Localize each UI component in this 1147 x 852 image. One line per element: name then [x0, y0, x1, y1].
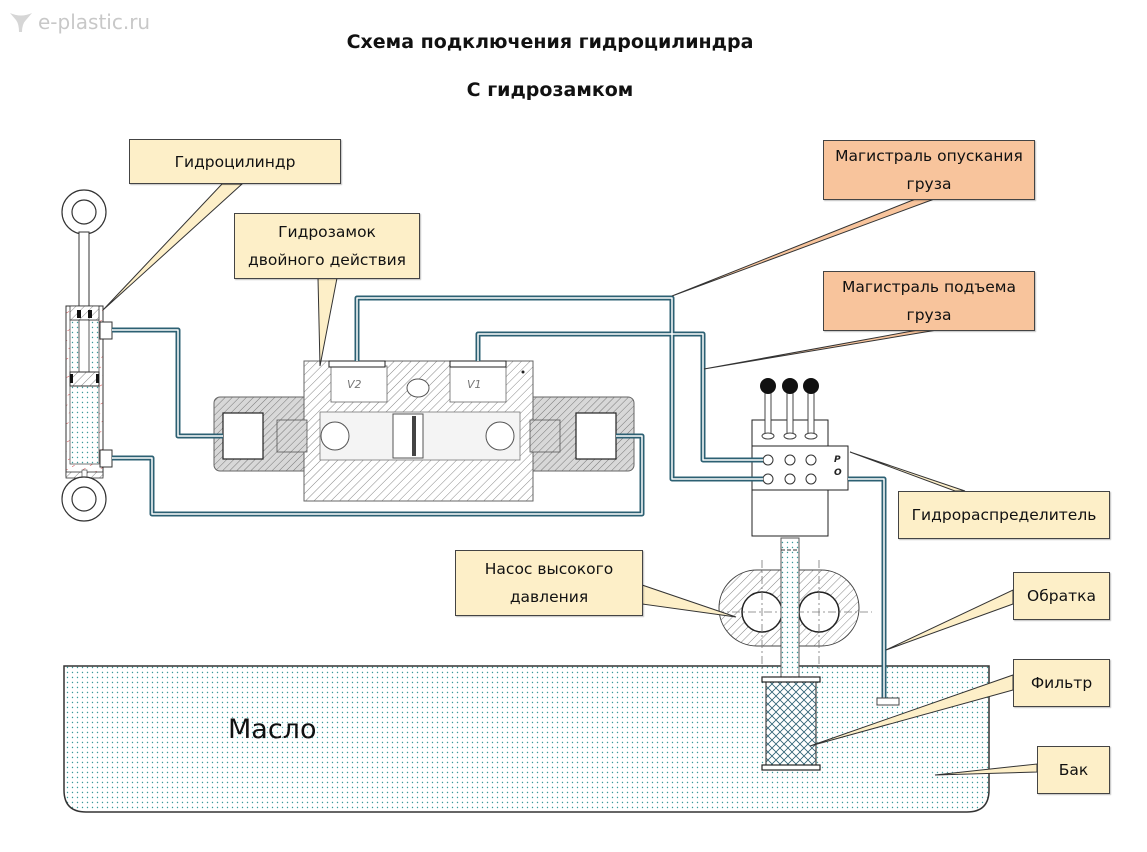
hydraulic-lock: V2 V1	[213, 360, 635, 502]
suction-pipe	[780, 537, 800, 679]
port-label-o: O	[834, 468, 842, 478]
callout-pump: Насос высокого давления	[455, 550, 643, 616]
callout-hydraulic-lock: Гидрозамок двойного действия	[234, 213, 420, 279]
oil-label: Масло	[228, 714, 317, 745]
callout-lifting-line: Магистраль подъема груза	[823, 271, 1035, 331]
callout-cylinder-text: Гидроцилиндр	[174, 152, 296, 171]
port-label-v1: V1	[467, 378, 482, 391]
pointer-lock	[317, 277, 338, 367]
callout-pointers	[102, 183, 1038, 776]
callout-lowering-line2: груза	[906, 175, 952, 193]
callout-filter-text: Фильтр	[1030, 674, 1093, 692]
diagram-title: Схема подключения гидроцилиндра	[346, 31, 754, 53]
hydraulic-cylinder	[61, 189, 113, 522]
pointer-distributor	[849, 451, 966, 492]
watermark: e-plastic.ru	[8, 10, 150, 34]
callout-distributor: Гидрораспределитель	[898, 491, 1110, 539]
callout-tank: Бак	[1037, 746, 1110, 794]
lever[interactable]	[782, 378, 798, 440]
tank	[63, 665, 990, 813]
callout-distributor-text: Гидрораспределитель	[911, 506, 1097, 524]
callout-lock-line1: Гидрозамок	[278, 223, 376, 241]
pipes	[112, 295, 887, 700]
lever[interactable]	[803, 378, 819, 440]
callout-lowering-line1: Магистраль опускания	[835, 147, 1023, 165]
return-outlet	[876, 697, 900, 706]
callout-return-text: Обратка	[1027, 587, 1096, 605]
callout-cylinder: Гидроцилиндр	[129, 139, 341, 184]
callout-lock-line2: двойного действия	[248, 251, 406, 269]
callout-lifting-line1: Магистраль подъема	[842, 278, 1016, 296]
hydraulic-distributor: P O	[751, 378, 849, 537]
pipe	[112, 327, 223, 439]
pointer-cylinder	[102, 183, 244, 311]
pointer-return	[885, 589, 1014, 651]
callout-filter: Фильтр	[1013, 659, 1110, 707]
diagram-subtitle: С гидрозамком	[466, 79, 634, 101]
callout-lifting-line2: груза	[906, 306, 952, 324]
callout-pump-line2: давления	[509, 588, 589, 606]
filter	[761, 676, 821, 771]
watermark-text: e-plastic.ru	[38, 10, 151, 34]
callout-lowering-line: Магистраль опускания груза	[823, 140, 1035, 200]
pointer-lifting	[703, 329, 938, 370]
lever[interactable]	[760, 378, 776, 440]
port-label-v2: V2	[347, 378, 362, 391]
callout-return: Обратка	[1013, 572, 1110, 620]
callout-tank-text: Бак	[1058, 761, 1089, 779]
callout-pump-line1: Насос высокого	[484, 560, 614, 578]
port-label-p: P	[834, 455, 841, 465]
logo-icon	[10, 13, 32, 32]
